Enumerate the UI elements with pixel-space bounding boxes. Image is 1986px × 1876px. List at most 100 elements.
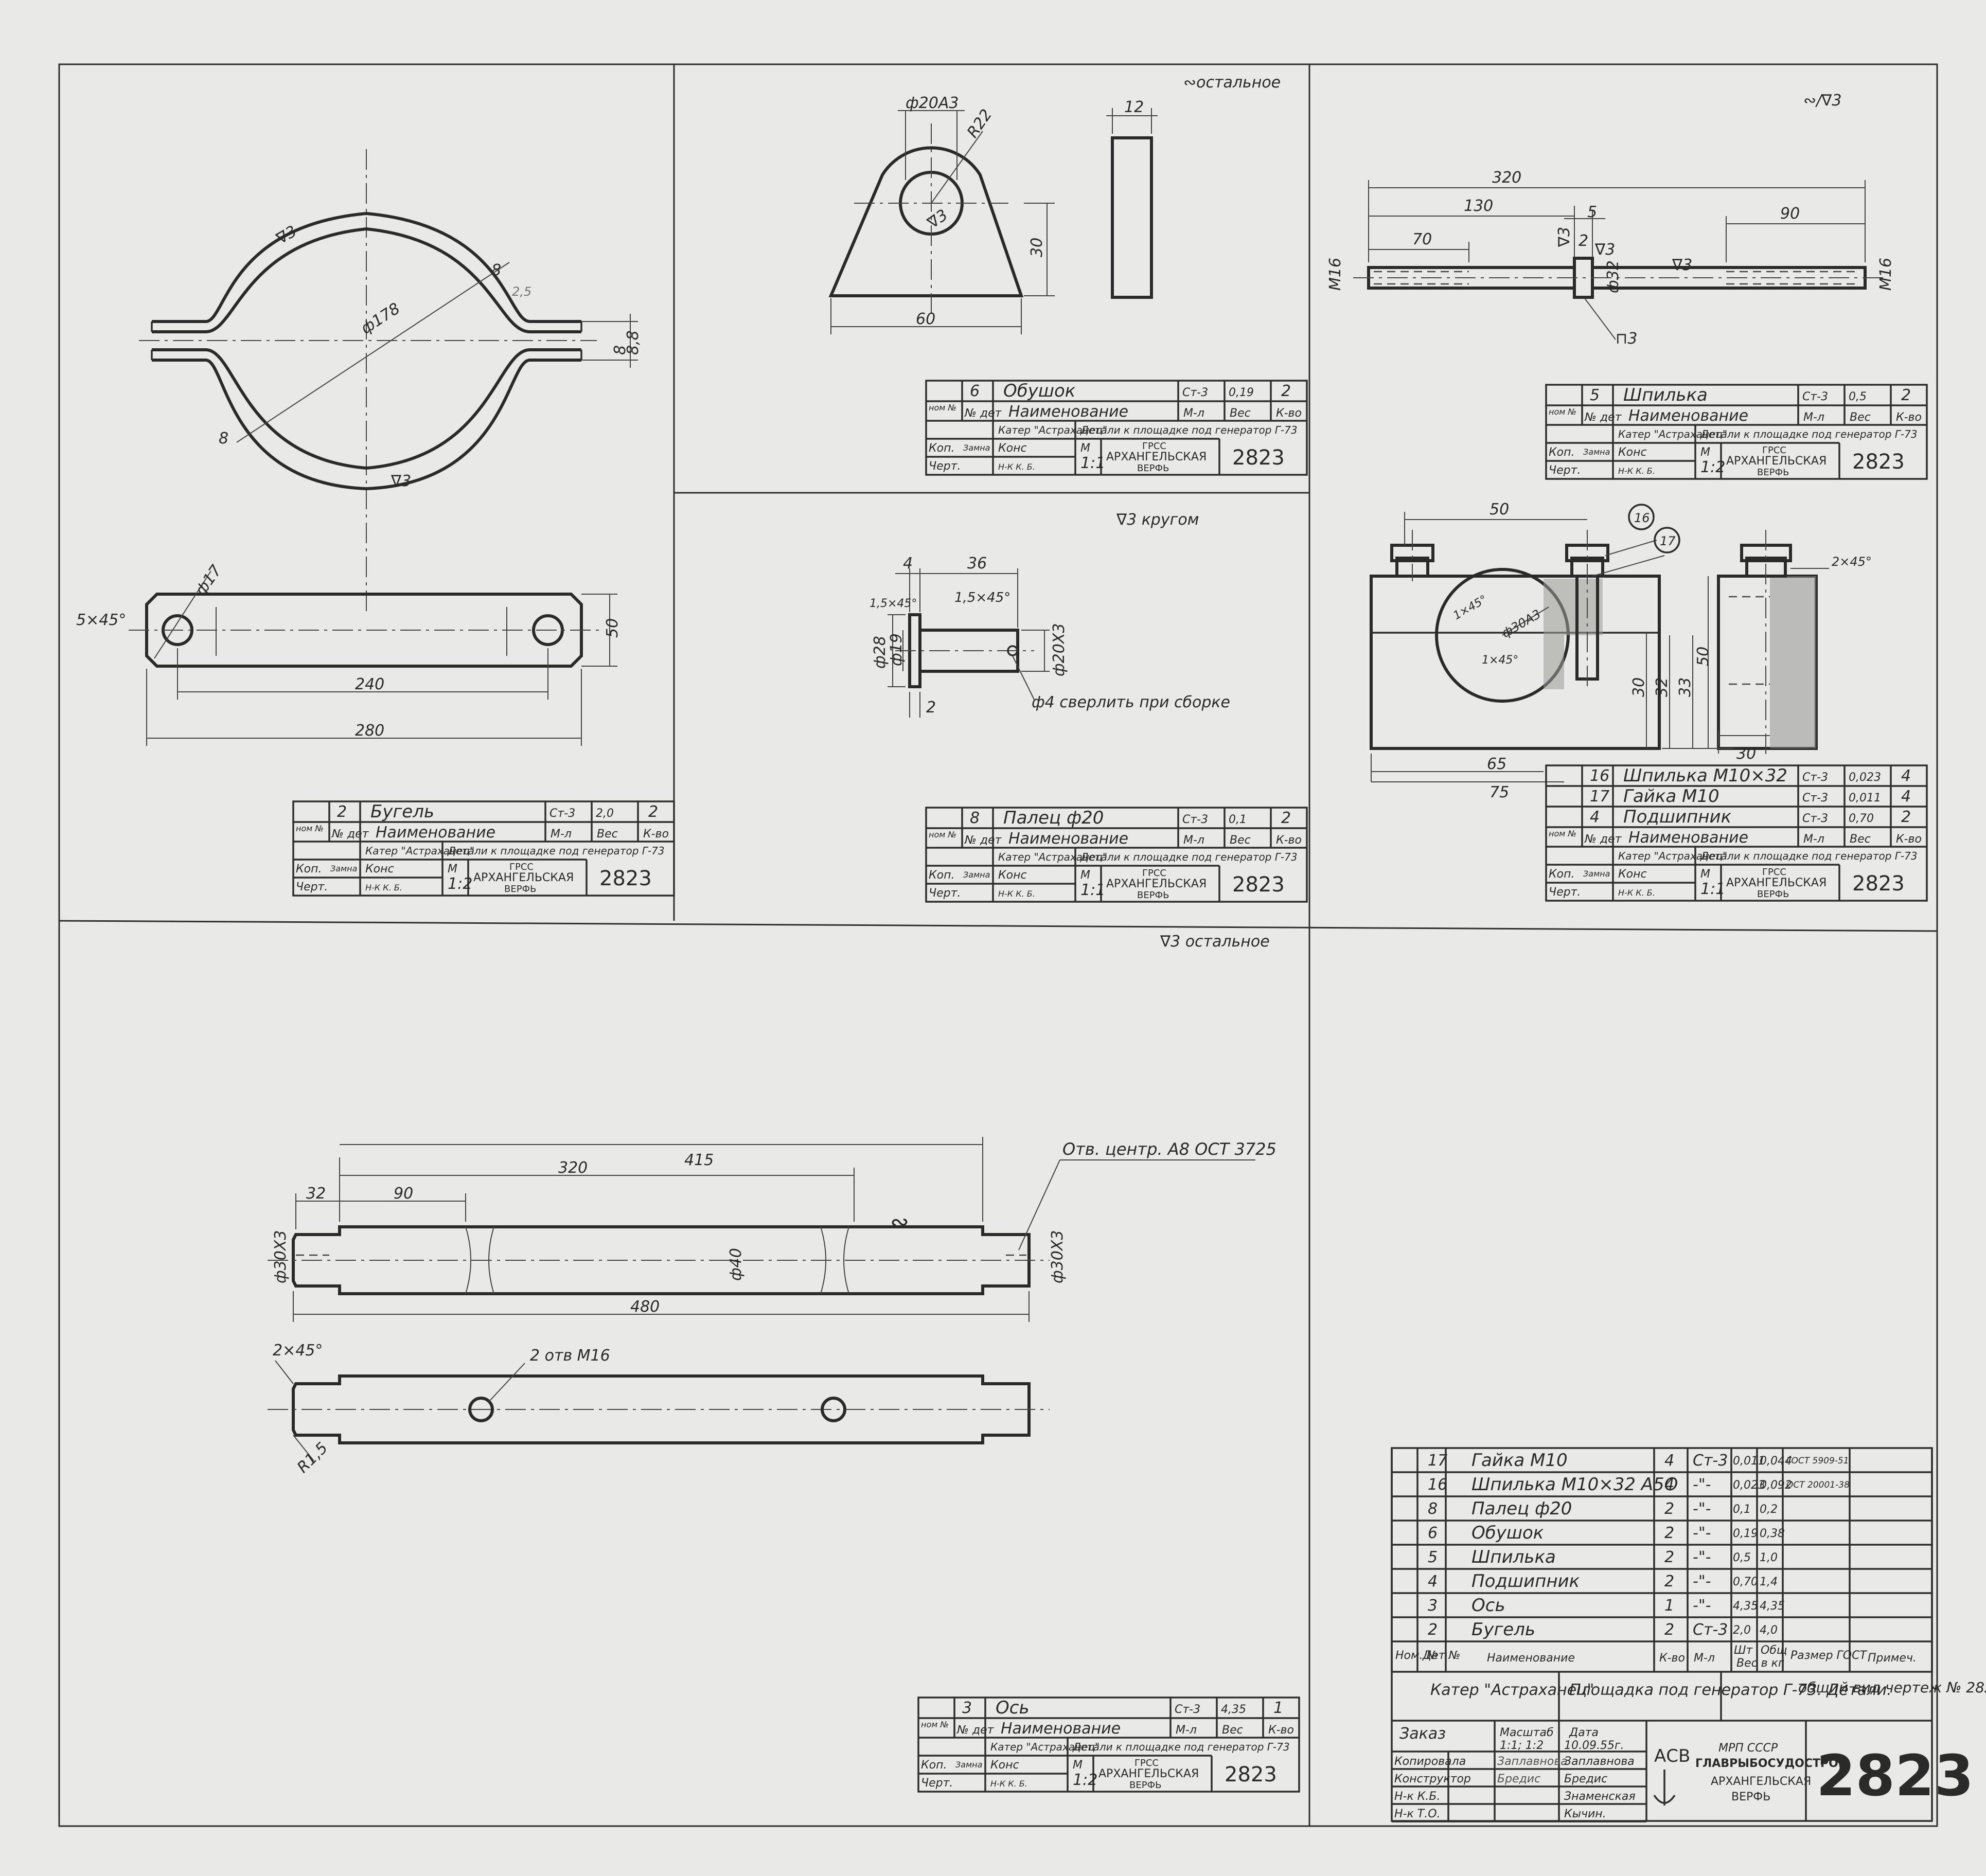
tb-bugel-org1: ГРСС	[509, 862, 534, 872]
tb-assembly-m: М	[1700, 868, 1710, 881]
tb-palets-nk: Н-К К. Б.	[998, 889, 1035, 899]
dim-bugel-280: 280	[355, 722, 384, 740]
dim-bugel-50: 50	[604, 618, 622, 638]
tb-obushok-qty: 2	[1281, 382, 1291, 400]
tb-shpilka-material: Ст-3	[1802, 390, 1828, 403]
tb-assembly-h-det: № дет	[1584, 833, 1622, 846]
note-palets: ∇3 кругом	[1116, 511, 1199, 529]
spec-row-w2: 0,2	[1760, 1503, 1778, 1516]
spec-row-w2: 0,092	[1760, 1479, 1792, 1492]
tb-palets-h-pos: ном №	[929, 830, 956, 839]
spec-h-pos: Ном. №	[1395, 1649, 1438, 1662]
dim-shpilka-m16a: М16	[1326, 258, 1344, 291]
spec-h-mat: М-л	[1694, 1652, 1715, 1665]
tb-obushok-material: Ст-3	[1182, 386, 1208, 399]
tb-os-h-mat: М-л	[1176, 1724, 1197, 1737]
tb-bugel-h-pos: ном №	[296, 824, 324, 833]
dim-palets-drill: ф4 сверлить при сборке	[1032, 693, 1230, 711]
dim-bugel-240: 240	[355, 675, 384, 693]
spec-date-label: Дата	[1569, 1726, 1599, 1739]
spec-h-size: Размер ГОСТ	[1790, 1649, 1867, 1662]
dim-shpilka-130: 130	[1464, 197, 1493, 215]
tb-bugel-pos: 2	[337, 803, 347, 821]
dim-shpilka-2: 2	[1579, 232, 1588, 250]
tb-assembly-material: Ст-3	[1802, 792, 1828, 805]
tb-os-weight: 4,35	[1221, 1703, 1246, 1716]
tb-os-chert: Черт.	[921, 1777, 953, 1790]
dim-shpilka-320: 320	[1492, 169, 1521, 187]
tb-bugel-chert: Черт.	[296, 881, 328, 894]
spec-row-pos: 6	[1428, 1524, 1438, 1542]
spec-vessel: Катер "Астраханец"	[1430, 1681, 1594, 1699]
tb-os-number: 2823	[1225, 1763, 1277, 1786]
spec-row-qty: 2	[1664, 1621, 1674, 1639]
spec-row-w2: 0,044	[1760, 1455, 1792, 1468]
tb-obushok-chert: Черт.	[929, 460, 961, 473]
spec-role-title: Н-к Т.О.	[1394, 1808, 1441, 1820]
tb-shpilka-scale: 1:2	[1700, 458, 1725, 476]
tb-shpilka-title: Детали к площадке под генератор Г-73	[1700, 428, 1918, 440]
tb-shpilka-org1: ГРСС	[1762, 445, 1786, 456]
tb-shpilka-number: 2823	[1852, 450, 1905, 474]
spec-row-material: -"-	[1693, 1573, 1711, 1591]
dim-palets-19: ф19	[888, 633, 906, 666]
dim-os-30b: ф30Х3	[1049, 1230, 1067, 1283]
spec-row-qty: 2	[1664, 1548, 1674, 1566]
callout-16: 16	[1634, 511, 1650, 525]
tb-assembly-scale: 1:1	[1700, 880, 1725, 898]
dim-asm-32v: 32	[1653, 677, 1671, 697]
spec-row-w2: 4,35	[1760, 1600, 1785, 1613]
tb-shpilka-nk: Н-К К. Б.	[1618, 466, 1655, 476]
spec-role-signature: Бредис	[1497, 1773, 1540, 1785]
tb-obushok-h-mat: М-л	[1183, 407, 1204, 420]
tb-os-material: Ст-3	[1175, 1703, 1200, 1716]
dim-os-415: 415	[684, 1151, 714, 1169]
note-obushok: ∾остальное	[1183, 74, 1281, 92]
spec-row-w1: 4,35	[1733, 1600, 1758, 1613]
tb-assembly-nk: Н-К К. Б.	[1618, 888, 1655, 898]
spec-row-name: Шпилька	[1471, 1547, 1556, 1567]
tb-palets-org1: ГРСС	[1142, 868, 1166, 879]
tb-obushok-nk: Н-К К. Б.	[998, 462, 1035, 472]
spec-h-w1: Шт	[1734, 1644, 1753, 1657]
tb-obushok-pos: 6	[970, 382, 980, 400]
spec-row-gost: ОСТ 20001-38	[1786, 1480, 1850, 1490]
tb-bugel-h-det: № дет	[331, 828, 369, 841]
dim-os-32: 32	[306, 1185, 326, 1203]
tb-obushok-kop: Коп.	[929, 442, 954, 455]
note-os: ∇3 остальное	[1160, 933, 1270, 951]
tb-os-scale: 1:2	[1073, 1771, 1097, 1789]
tb-obushok-h-det: № дет	[964, 407, 1002, 420]
tb-palets-m: М	[1080, 869, 1090, 882]
tb-os-qty: 1	[1273, 1699, 1283, 1717]
tb-obushok-h-name: Наименование	[1008, 403, 1128, 421]
spec-h-w2: Общ	[1761, 1644, 1787, 1657]
tb-palets-material: Ст-3	[1182, 813, 1208, 826]
tb-assembly-weight: 0,011	[1849, 792, 1881, 805]
dim-palets-ch1: 1,5×45°	[870, 597, 917, 610]
tb-shpilka-kop: Коп.	[1549, 446, 1574, 459]
tb-os-org3: ВЕРФЬ	[1129, 1780, 1161, 1791]
tb-shpilka-pos: 5	[1590, 386, 1600, 404]
spec-row-pos: 8	[1428, 1500, 1438, 1518]
dim-asm-50v: 50	[1694, 647, 1712, 666]
tb-shpilka-kons: Конс	[1618, 446, 1647, 459]
tb-assembly-qty: 2	[1901, 808, 1911, 826]
tb-shpilka-h-name: Наименование	[1628, 407, 1748, 425]
tb-os-nk: Н-К К. Б.	[990, 1779, 1027, 1789]
spec-row-qty: 4	[1664, 1452, 1674, 1470]
spec-row-name: Шпилька М10×32 А5О	[1471, 1474, 1678, 1495]
dim-os-90: 90	[394, 1185, 413, 1203]
tb-obushok-m: М	[1080, 442, 1090, 455]
tb-bugel-name: Бугель	[370, 801, 434, 822]
divider-h2	[59, 920, 1938, 932]
tb-os-h-det: № дет	[956, 1724, 995, 1737]
